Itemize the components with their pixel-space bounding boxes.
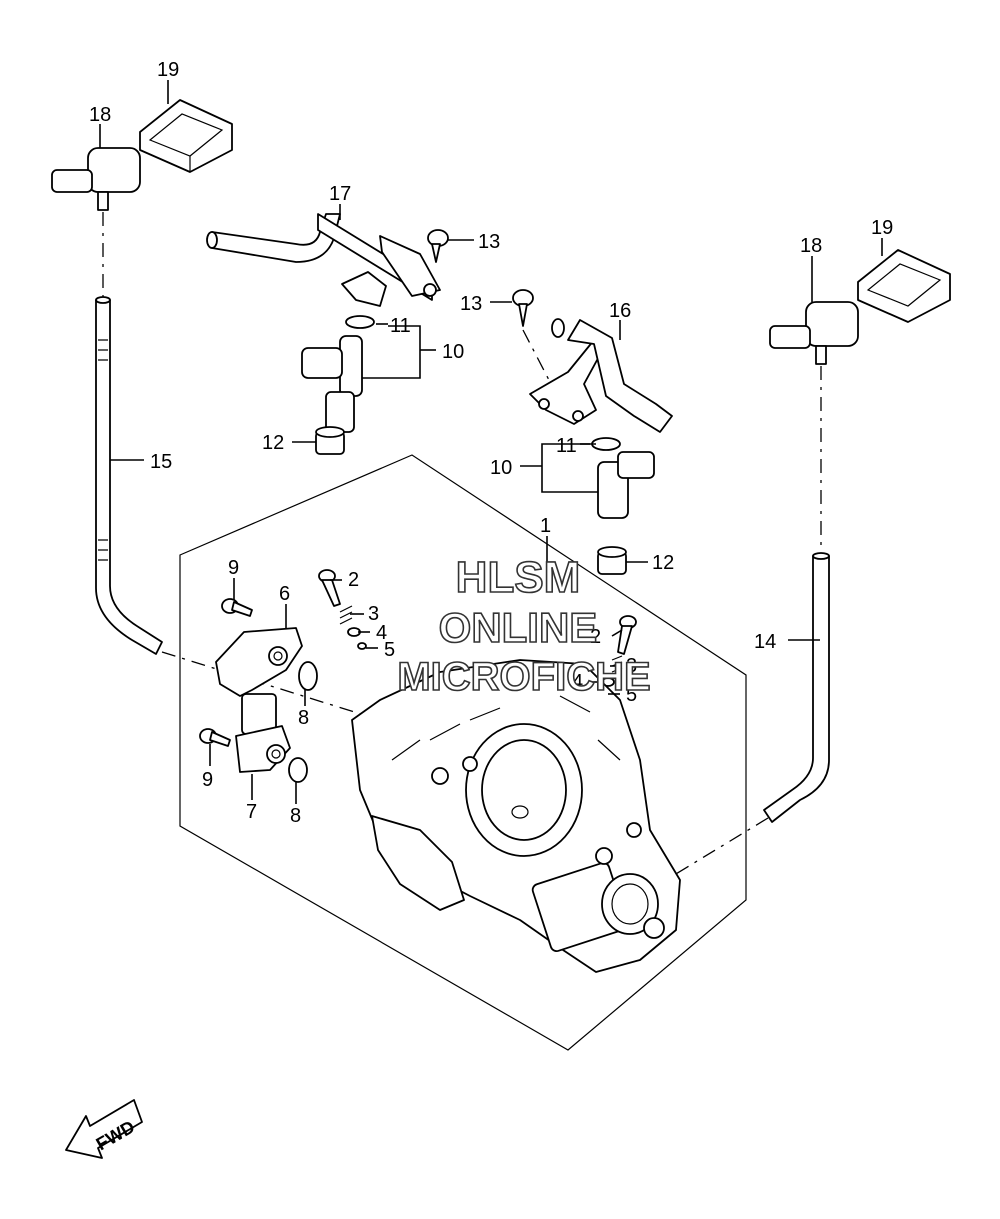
- watermark: HLSM ONLINE MICROFICHE: [397, 552, 652, 700]
- leader-dash-14-body: [665, 817, 769, 881]
- callout-13-top: 13: [478, 231, 500, 253]
- callout-5-left: 5: [384, 639, 395, 661]
- callout-19-left: 19: [157, 59, 179, 81]
- leader-lines: [99, 80, 883, 804]
- part-6-sensor[interactable]: [215, 627, 303, 697]
- callout-18-left: 18: [89, 104, 111, 126]
- callout-4-left: 4: [376, 622, 387, 644]
- part-11-oring-top[interactable]: [345, 315, 375, 329]
- callout-7: 7: [246, 801, 257, 823]
- part-8-oring-bottom[interactable]: [288, 757, 308, 783]
- callout-11-right: 11: [556, 435, 577, 457]
- part-9-screw-top[interactable]: [221, 598, 253, 617]
- part-14-hose[interactable]: [763, 552, 830, 823]
- part-7-sensor[interactable]: [235, 693, 291, 773]
- part-11-oring-right[interactable]: [591, 437, 621, 451]
- callout-3-left: 3: [368, 603, 379, 625]
- part-3-spring-left[interactable]: [339, 605, 353, 625]
- part-18-left-sensor[interactable]: [51, 147, 141, 211]
- part-16-fuel-pipe[interactable]: [529, 318, 673, 433]
- callout-13-right: 13: [460, 293, 482, 315]
- callout-19-right: 19: [871, 217, 893, 239]
- watermark-line-3: MICROFICHE: [397, 655, 650, 699]
- callout-12-right: 12: [652, 552, 674, 574]
- part-19-right-cover[interactable]: [857, 249, 951, 323]
- part-9-screw-bottom[interactable]: [199, 728, 231, 747]
- callout-1: 1: [540, 515, 551, 537]
- part-13-screw-top[interactable]: [427, 229, 449, 263]
- callout-18-right: 18: [800, 235, 822, 257]
- callout-3-right: 3: [626, 655, 637, 677]
- leader-dash-13-16: [522, 329, 551, 383]
- part-5-oring-left[interactable]: [357, 642, 367, 650]
- part-12-seal-top[interactable]: [315, 426, 345, 455]
- part-15-hose[interactable]: [95, 296, 163, 655]
- callout-10-right: 10: [490, 457, 512, 479]
- part-2-screw-left[interactable]: [318, 569, 341, 607]
- callout-16: 16: [609, 300, 631, 322]
- callout-labels: 1 2 2 3 3 4 4 5 5 6 7 8 8 9 9 10 10 11 1…: [89, 59, 893, 827]
- callout-9-top: 9: [228, 557, 239, 579]
- callout-5-right: 5: [626, 684, 637, 706]
- part-17-fuel-pipe[interactable]: [206, 213, 441, 307]
- part-13-screw-right[interactable]: [512, 289, 534, 327]
- callout-15: 15: [150, 451, 172, 473]
- callout-2-left: 2: [348, 569, 359, 591]
- callout-6: 6: [279, 583, 290, 605]
- callout-8-bottom: 8: [290, 805, 301, 827]
- part-10-injector-top[interactable]: [301, 335, 363, 433]
- callout-10-top: 10: [442, 341, 464, 363]
- watermark-line-2: ONLINE: [439, 604, 598, 651]
- callout-2-right: 2: [590, 626, 601, 648]
- callout-9-bottom: 9: [202, 769, 213, 791]
- callout-12-top: 12: [262, 432, 284, 454]
- callout-8-top: 8: [298, 707, 309, 729]
- callout-17: 17: [329, 183, 351, 205]
- assembly-outline: [179, 454, 747, 1051]
- part-1-throttle-body[interactable]: [351, 659, 681, 973]
- part-18-right-sensor[interactable]: [769, 301, 859, 365]
- part-2-screw-right[interactable]: [617, 615, 637, 655]
- leader-dash-15-body: [161, 651, 381, 721]
- part-8-oring-top[interactable]: [298, 661, 318, 691]
- part-10-injector-right[interactable]: [597, 451, 655, 519]
- callout-4-right: 4: [572, 671, 583, 693]
- part-12-seal-right[interactable]: [597, 546, 627, 575]
- callout-11-top: 11: [390, 315, 411, 337]
- part-19-left-cover[interactable]: [139, 99, 233, 173]
- watermark-line-1: HLSM: [456, 553, 581, 602]
- fwd-arrow-icon: FWD: [65, 1099, 143, 1159]
- callout-14: 14: [754, 631, 776, 653]
